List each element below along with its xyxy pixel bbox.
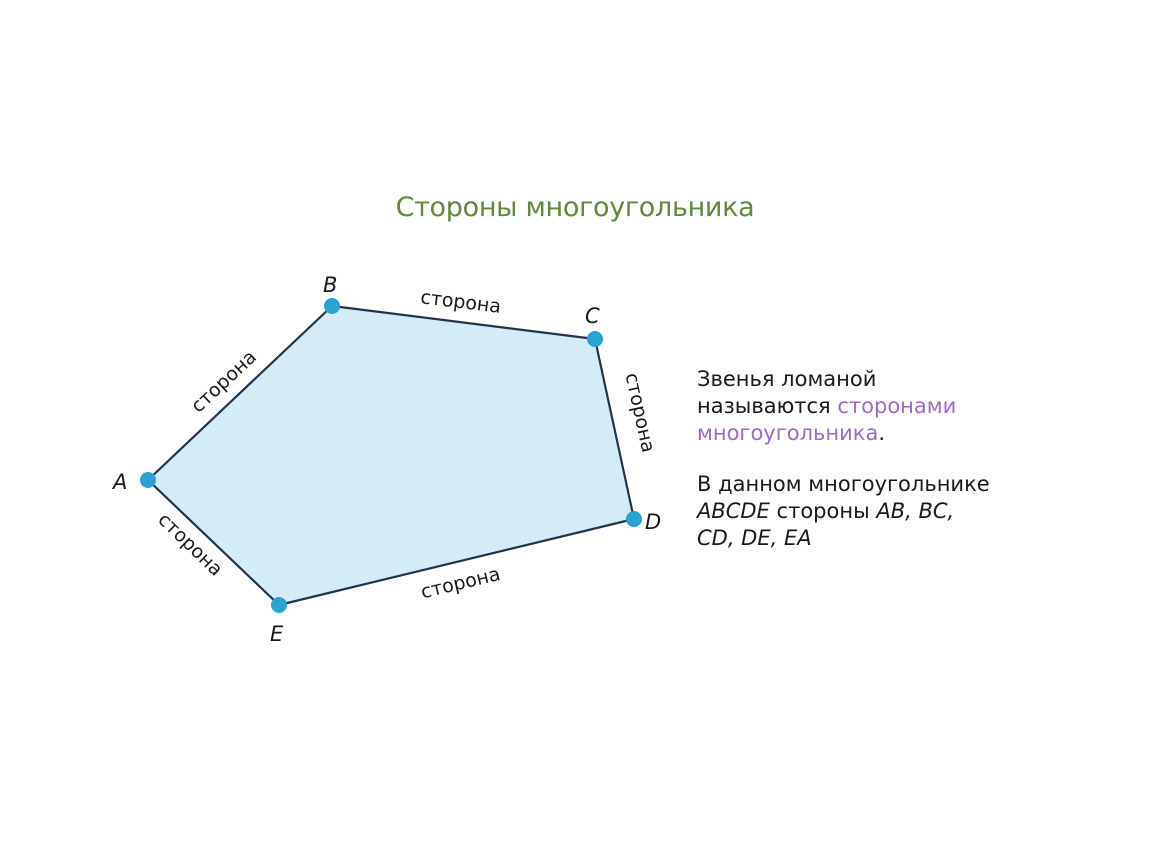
side-list: AB, BC, bbox=[876, 499, 955, 523]
vertex-label-b: B bbox=[323, 273, 337, 297]
vertex-label-e: E bbox=[270, 622, 284, 646]
explanation-line: стороны bbox=[769, 499, 877, 523]
explanation-period: . bbox=[878, 421, 886, 445]
vertex-label-d: D bbox=[645, 510, 661, 534]
vertex-label-c: C bbox=[585, 304, 600, 328]
explanation-line: называются bbox=[697, 394, 838, 418]
polygon-name: ABCDE bbox=[697, 499, 770, 523]
vertex-a-dot bbox=[140, 472, 156, 488]
vertex-b-dot bbox=[324, 298, 340, 314]
side-label-cd: сторона bbox=[620, 371, 659, 455]
explanation-paragraph-1: Звенья ломаной называются сторонами мног… bbox=[697, 366, 1137, 447]
page-title: Стороны многоугольника bbox=[395, 192, 755, 223]
polygon-abcde bbox=[146, 304, 636, 607]
explanation-paragraph-2: В данном многоугольнике ABCDE стороны AB… bbox=[697, 471, 1137, 552]
explanation-text: Звенья ломаной называются сторонами мног… bbox=[697, 366, 1137, 576]
vertex-e-dot bbox=[271, 597, 287, 613]
vertex-label-a: A bbox=[111, 470, 127, 494]
vertex-c-dot bbox=[587, 331, 603, 347]
highlight-term: многоугольника bbox=[697, 421, 879, 445]
side-list: CD, DE, EA bbox=[697, 526, 812, 550]
explanation-line: Звенья ломаной bbox=[697, 367, 877, 391]
highlight-term: сторонами bbox=[837, 394, 957, 418]
vertex-d-dot bbox=[626, 511, 642, 527]
side-label-bc: сторона bbox=[419, 286, 502, 318]
explanation-line: В данном многоугольнике bbox=[697, 472, 990, 496]
